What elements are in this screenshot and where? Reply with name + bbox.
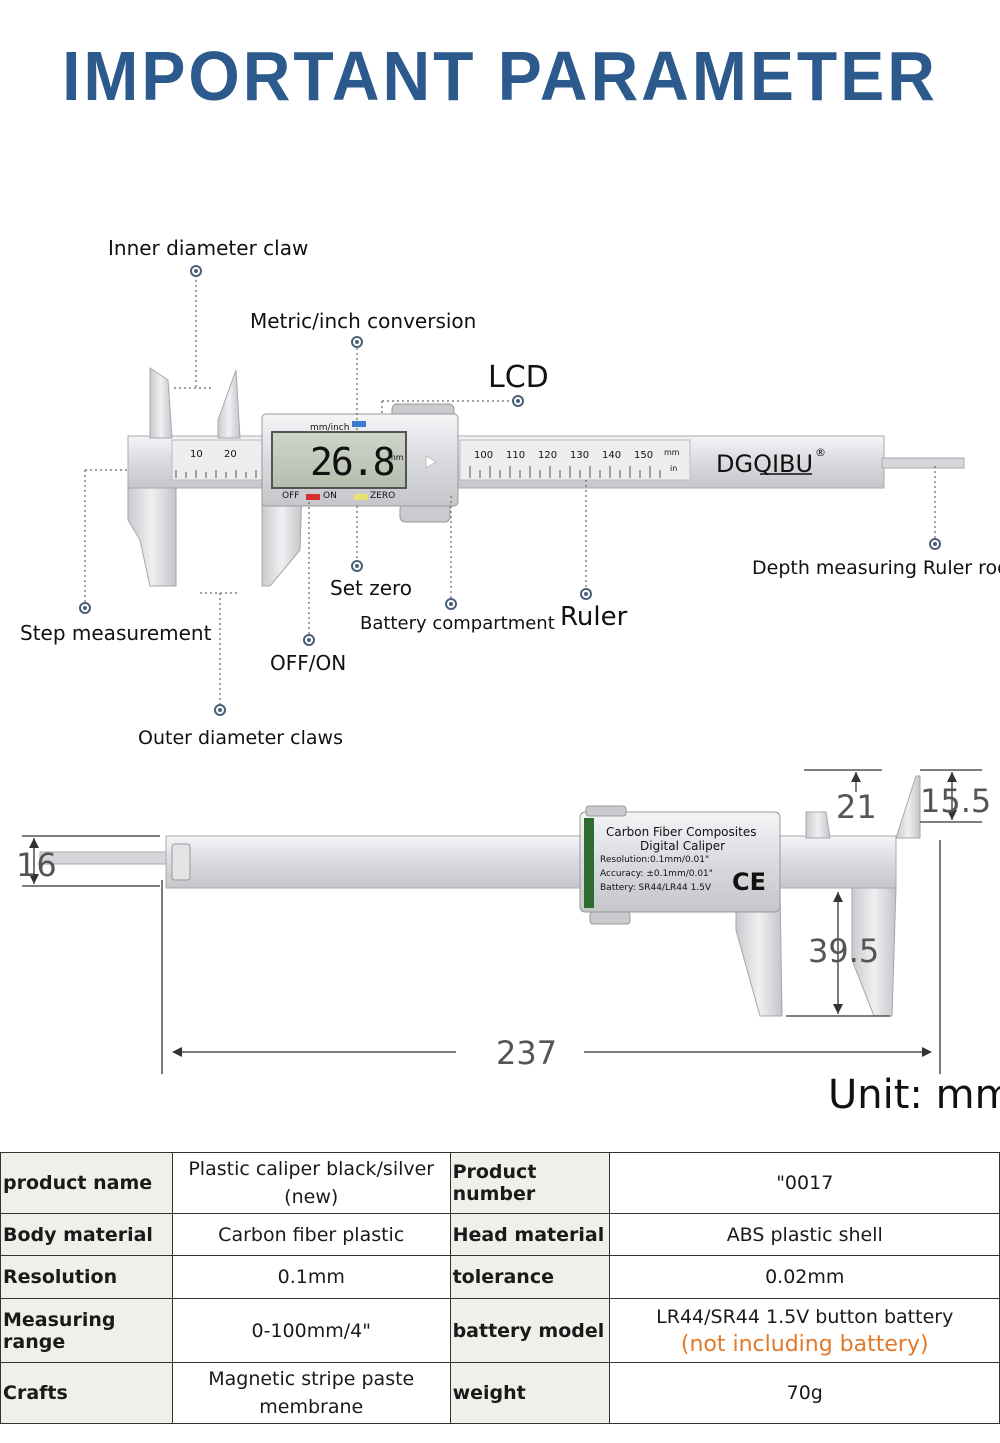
callout-lcd: LCD <box>488 360 549 395</box>
dimension-21: 21 <box>836 788 877 826</box>
spec-table: product name Plastic caliper black/silve… <box>0 1152 1000 1424</box>
callout-set-zero: Set zero <box>330 576 413 600</box>
spec-key: Head material <box>449 1213 611 1256</box>
dimension-237: 237 <box>496 1034 558 1072</box>
lcd-unit: mm <box>388 453 404 462</box>
table-row: Body material Carbon fiber plastic Head … <box>0 1213 1000 1256</box>
table-row: Resolution 0.1mm tolerance 0.02mm <box>0 1255 1000 1299</box>
table-row: Measuring range 0-100mm/4" battery model… <box>0 1298 1000 1363</box>
inner-claw-fixed <box>149 367 173 439</box>
scale-label-130: 130 <box>570 450 590 461</box>
callout-off-on: OFF/ON <box>270 651 347 675</box>
lcd-screen <box>271 431 407 489</box>
brand-logo: DGQIBU <box>716 450 814 478</box>
scale-label-150: 150 <box>634 450 654 461</box>
spec-value: Plastic caliper black/silver (new) <box>171 1152 451 1214</box>
dimension-16: 16 <box>16 846 57 884</box>
spec-value-battery: LR44/SR44 1.5V button battery (not inclu… <box>609 1298 1000 1363</box>
lcd-header-label: mm/inch <box>310 423 350 433</box>
callout-inner-claw: Inner diameter claw <box>108 236 309 260</box>
spec-value: Carbon fiber plastic <box>171 1213 451 1256</box>
table-row: Crafts Magnetic stripe paste membrane we… <box>0 1362 1000 1424</box>
back-label-line-1: Carbon Fiber Composites <box>606 825 757 839</box>
callout-ruler: Ruler <box>560 602 628 632</box>
spec-value: 0-100mm/4" <box>171 1298 451 1363</box>
spec-key: Product number <box>449 1152 611 1214</box>
scale-mm: mm <box>664 448 680 457</box>
leader-lines <box>84 275 936 706</box>
scale-label-20: 20 <box>224 449 237 460</box>
callout-step: Step measurement <box>20 621 212 645</box>
scale-label-100: 100 <box>474 450 494 461</box>
callout-battery: Battery compartment <box>360 613 555 634</box>
dimension-39-5: 39.5 <box>808 932 880 970</box>
spec-value: 70g <box>609 1362 1000 1424</box>
lcd-reading: 26.8 <box>310 440 396 484</box>
spec-value: ABS plastic shell <box>609 1213 1000 1256</box>
scale-label-110: 110 <box>506 450 526 461</box>
battery-note: (not including battery) <box>680 1331 929 1357</box>
back-label-line-4: Accuracy: ±0.1mm/0.01" <box>600 869 713 879</box>
depth-rod <box>881 457 965 469</box>
spec-key: weight <box>449 1362 611 1424</box>
table-row: product name Plastic caliper black/silve… <box>0 1152 1000 1214</box>
off-label: OFF <box>282 491 300 501</box>
callout-outer-claws: Outer diameter claws <box>138 727 343 749</box>
outer-claw-fixed <box>127 487 177 587</box>
on-label: ON <box>323 491 337 501</box>
scale-in: in <box>670 464 678 473</box>
spec-key: Body material <box>0 1213 173 1256</box>
spec-value: 0.02mm <box>609 1255 1000 1299</box>
registered-mark: ® <box>815 446 826 459</box>
unit-label: Unit: mm <box>828 1072 1000 1118</box>
back-label-line-3: Resolution:0.1mm/0.01" <box>600 855 710 865</box>
spec-value: "0017 <box>609 1152 1000 1214</box>
back-label-line-2: Digital Caliper <box>640 839 726 853</box>
spec-key: Crafts <box>0 1362 173 1424</box>
back-label-line-5: Battery: SR44/LR44 1.5V <box>600 883 712 893</box>
spec-value: 0.1mm <box>171 1255 451 1299</box>
scale-label-120: 120 <box>538 450 558 461</box>
ce-mark: CE <box>732 868 767 896</box>
scale-label-140: 140 <box>602 450 622 461</box>
spec-key: Measuring range <box>0 1298 173 1363</box>
spec-key: Resolution <box>0 1255 173 1299</box>
spec-key: battery model <box>449 1298 611 1363</box>
spec-key: product name <box>0 1152 173 1214</box>
callout-depth-rod: Depth measuring Ruler rod <box>752 557 1000 579</box>
page-title: IMPORTANT PARAMETER <box>62 37 938 115</box>
caliper-diagram <box>22 265 982 1074</box>
caliper-back <box>39 775 921 1017</box>
dimension-15-5: 15.5 <box>920 782 992 820</box>
caliper-front <box>127 367 965 587</box>
spec-value: Magnetic stripe paste membrane <box>171 1362 451 1424</box>
battery-model-text: LR44/SR44 1.5V button battery <box>656 1305 954 1328</box>
zero-label: ZERO <box>370 491 396 501</box>
scale-label-10: 10 <box>190 449 203 460</box>
spec-key: tolerance <box>449 1255 611 1299</box>
dimension-lines <box>22 769 982 1074</box>
callout-dots <box>79 265 941 716</box>
callout-metric-inch: Metric/inch conversion <box>250 309 477 333</box>
inner-claw-moving <box>217 369 241 439</box>
